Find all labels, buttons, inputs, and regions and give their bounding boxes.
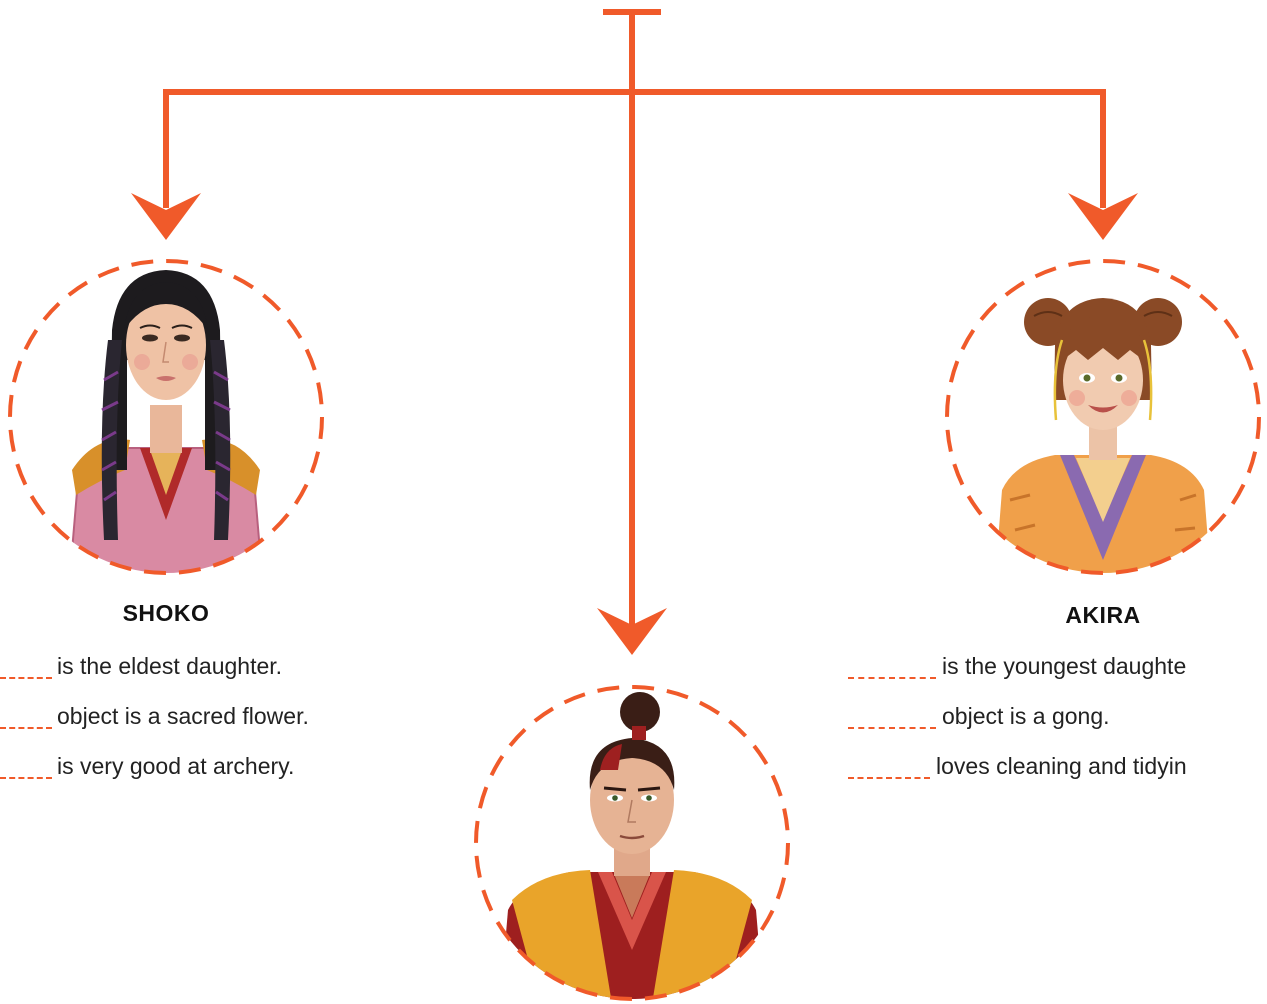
trait-text: is the youngest daughte	[942, 653, 1187, 679]
connector-lines	[163, 9, 1106, 625]
trait-leader-line	[848, 777, 930, 779]
trait-leader-line	[0, 727, 52, 729]
portrait-shoko	[8, 259, 324, 575]
trait-text: object is a gong.	[942, 703, 1110, 729]
trait-leader-line	[0, 677, 52, 679]
trait-text: is the eldest daughter.	[57, 653, 283, 679]
trait-text: loves cleaning and tidyin	[936, 753, 1187, 779]
portrait-akira	[945, 259, 1261, 575]
trait-text: is very good at archery.	[57, 753, 295, 779]
trait-leader-line	[848, 677, 936, 679]
trait-leader-line	[0, 777, 52, 779]
character-name-akira: AKIRA	[1065, 602, 1141, 628]
arrow-head-center	[597, 608, 667, 655]
portrait-center	[474, 685, 790, 1001]
trait-leader-line	[848, 727, 936, 729]
arrow-heads	[131, 193, 1138, 655]
arrow-head-right	[1068, 193, 1138, 240]
character-name-shoko: SHOKO	[122, 600, 210, 626]
arrow-head-left	[131, 193, 201, 240]
trait-text: object is a sacred flower.	[57, 703, 309, 729]
